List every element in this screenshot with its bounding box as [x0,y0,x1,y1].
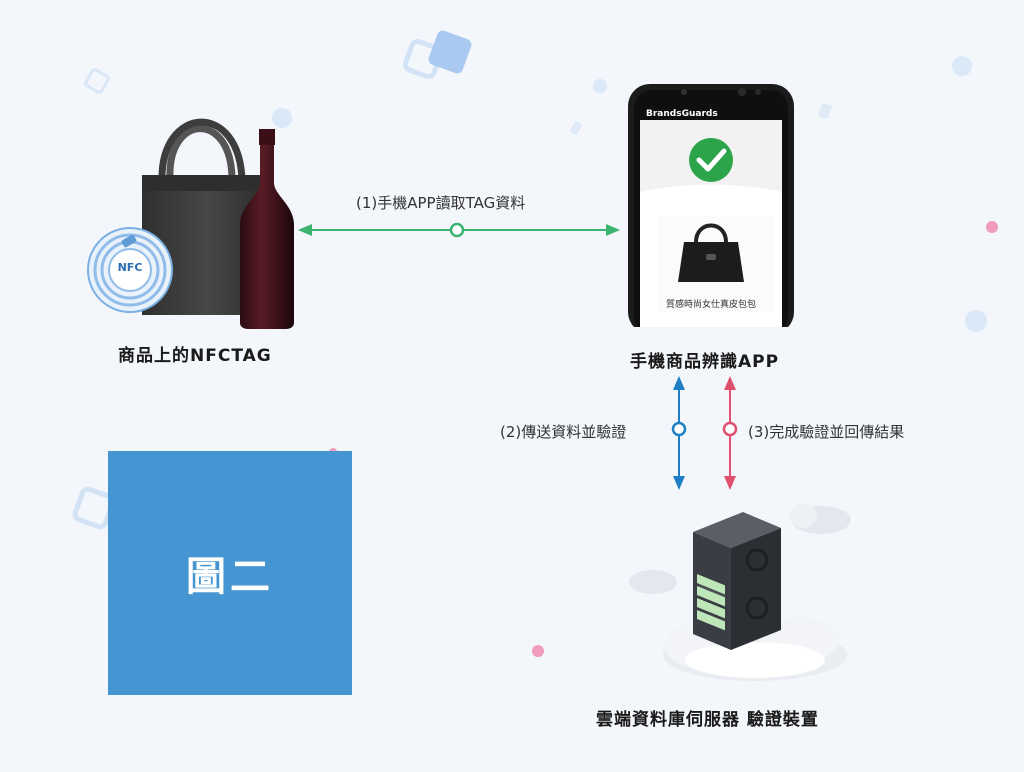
step3-arrowhead-up [724,376,736,390]
cloud-left-icon [629,570,677,594]
step1-label: (1)手機APP讀取TAG資料 [356,194,526,212]
step2-arrow [671,376,687,490]
nfc-item-label: 商品上的NFCTAG [118,346,272,366]
step2-node [671,421,687,437]
check-icon [689,138,733,182]
step1-arrow [298,222,620,238]
step1-node [449,222,465,238]
server-illustration [629,504,851,681]
step3-arrow [722,376,738,490]
step3-label: (3)完成驗證並回傳結果 [748,423,905,441]
phone-illustration [628,84,794,327]
step2-label: (2)傳送資料並驗證 [500,423,627,441]
step2-arrowhead-down [673,476,685,490]
figure-label: 圖二 [186,554,274,600]
app-name: BrandsGuards [646,109,718,119]
step1-arrowhead-left [298,224,312,236]
step3-arrowhead-down [724,476,736,490]
nfc-badge-text: NFC [117,261,143,274]
phone-app-label: 手機商品辨識APP [630,352,780,372]
step1-arrowhead-right [606,224,620,236]
nfc-badge: NFC [110,261,150,274]
figure-label-box: 圖二 [108,451,352,695]
step3-node [722,421,738,437]
product-caption: 質感時尚女仕真皮包包 [666,300,757,310]
step2-arrowhead-up [673,376,685,390]
server-label: 雲端資料庫伺服器 驗證裝置 [596,710,819,730]
nfc-item-illustration [87,118,294,329]
